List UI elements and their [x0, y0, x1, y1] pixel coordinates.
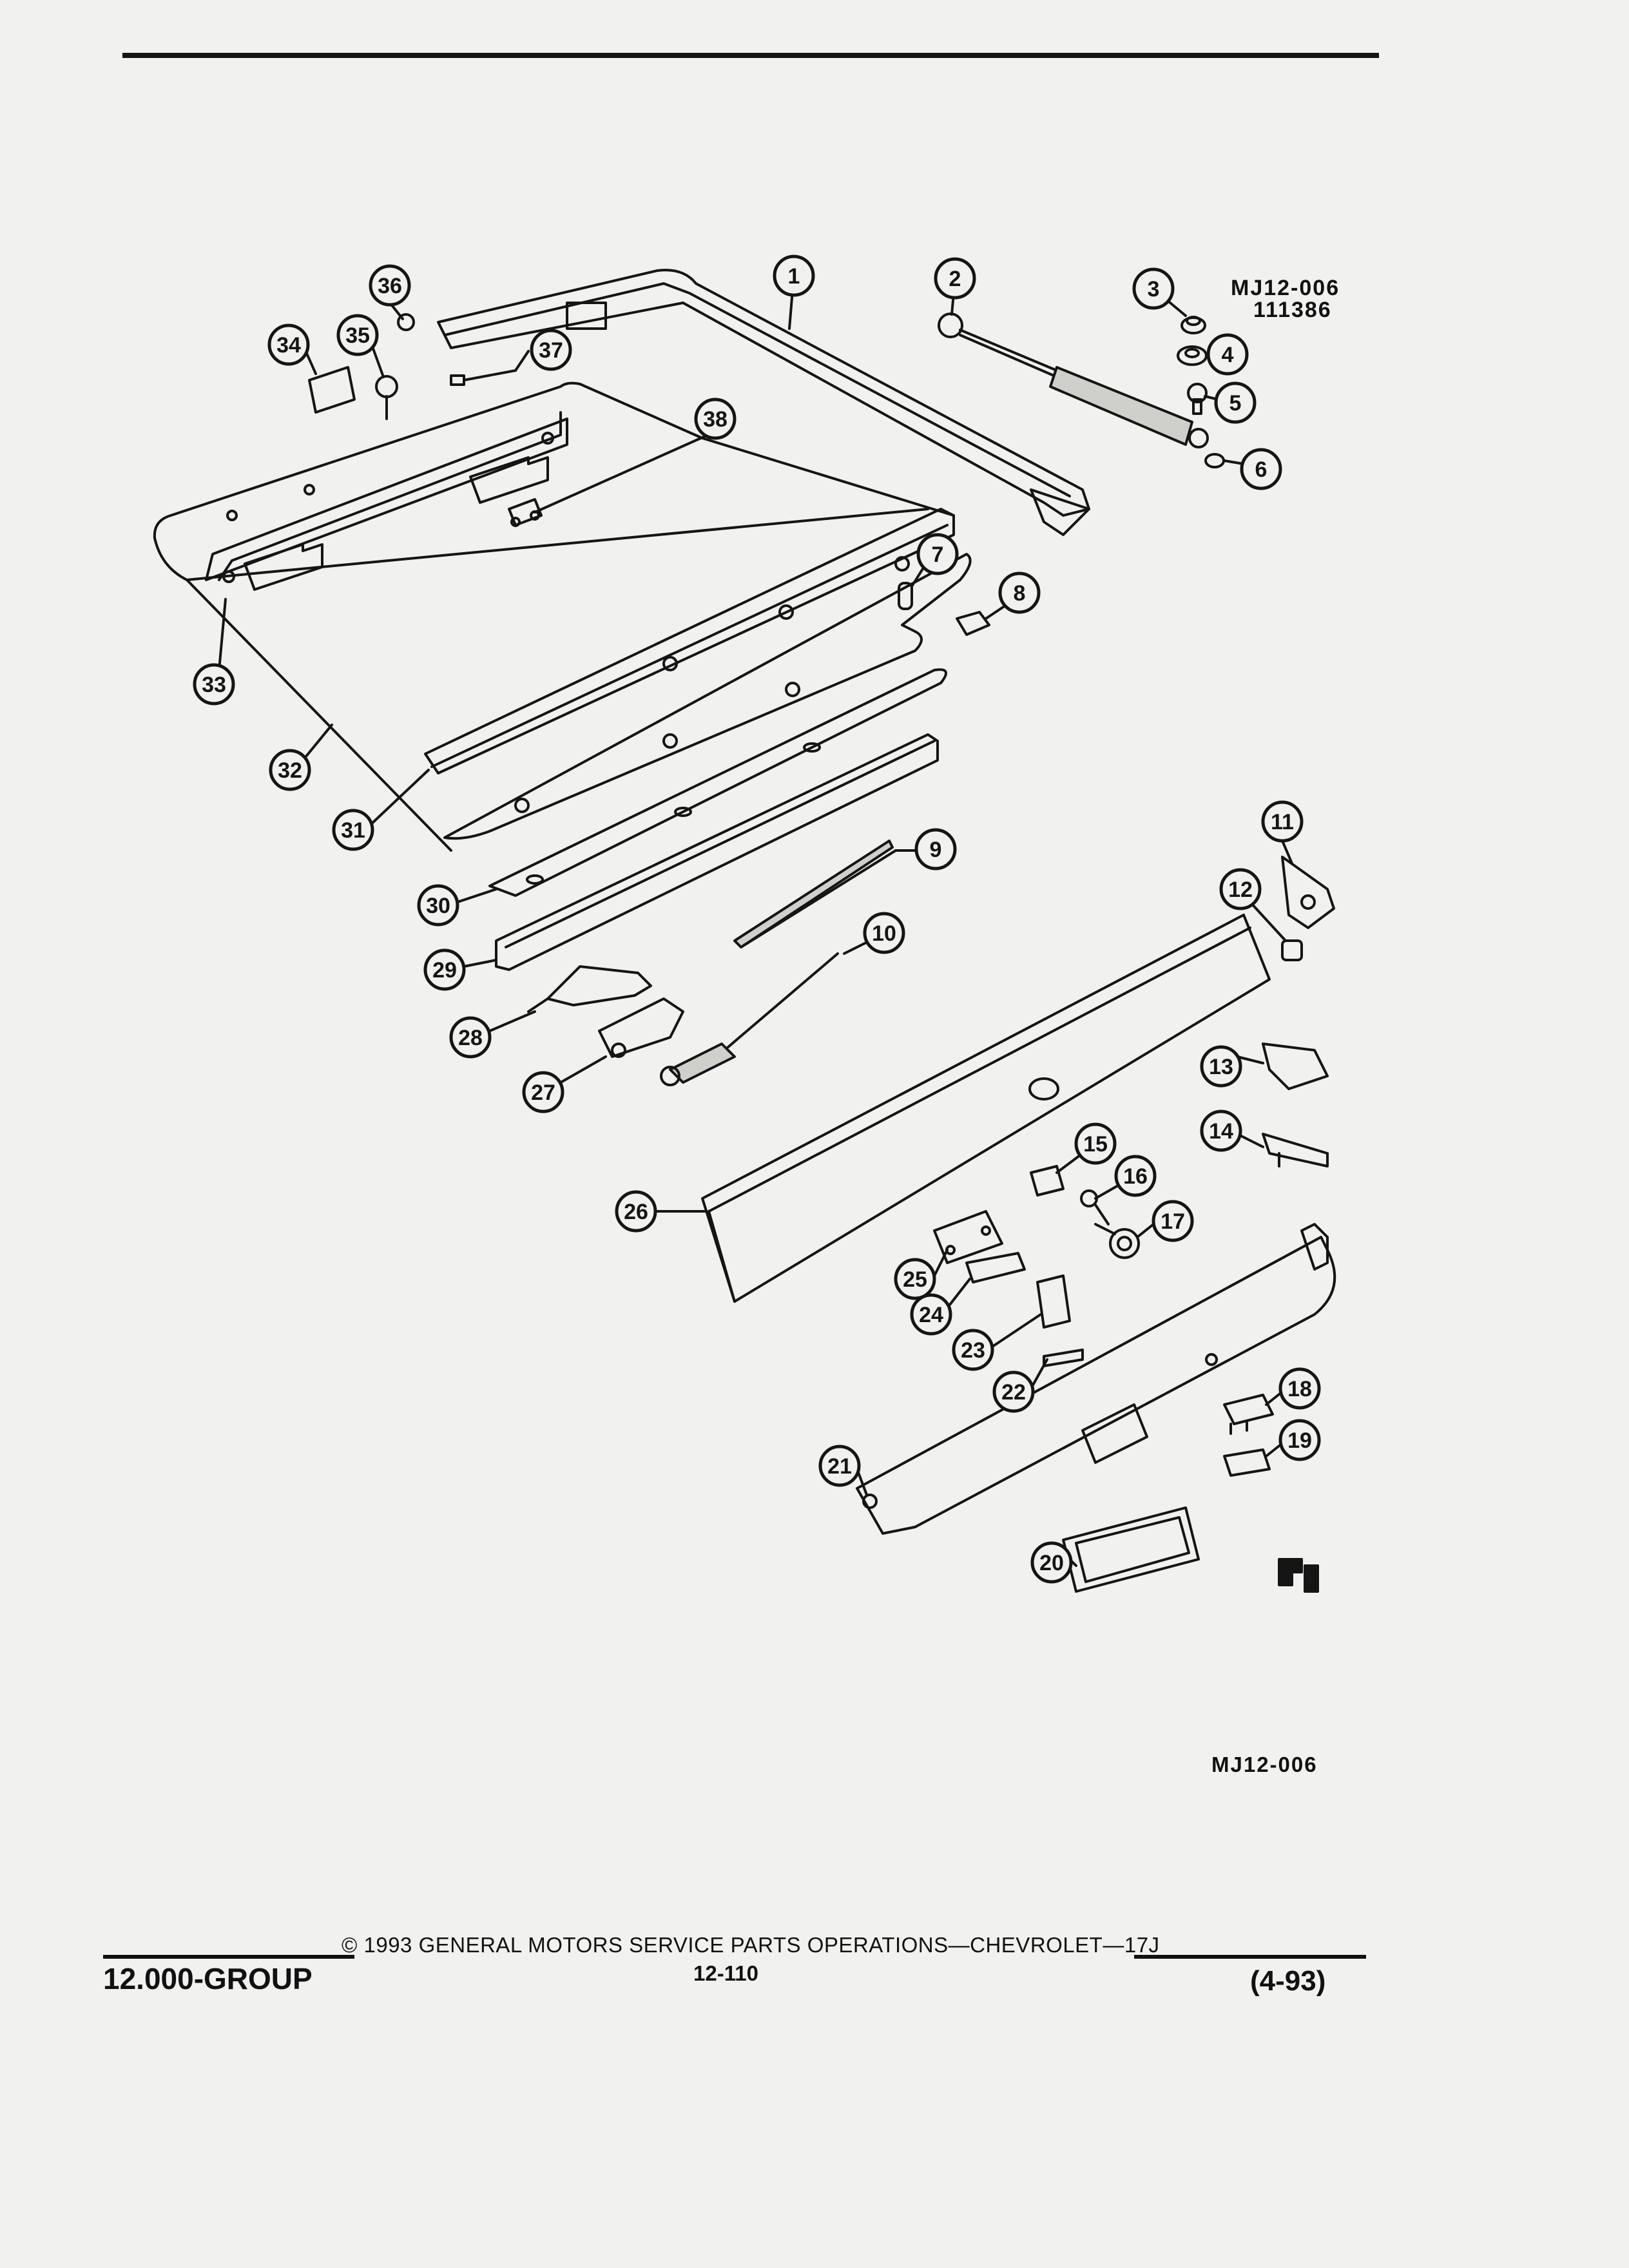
callout-6: 6: [1255, 457, 1268, 482]
part-22-plate: [1043, 1349, 1084, 1367]
callout-28: 28: [458, 1026, 483, 1050]
part-6-clip: [1204, 453, 1225, 468]
part-34-bumper: [308, 366, 356, 414]
callout-32: 32: [278, 758, 302, 783]
drawing-code-top: MJ12-006: [1231, 276, 1340, 300]
part-31-weatherstrip: [424, 508, 955, 774]
part-4-washer: [1177, 345, 1208, 366]
callout-1: 1: [788, 264, 800, 289]
part-7-pin: [898, 582, 913, 610]
drawing-code-serial: 111386: [1253, 298, 1332, 322]
part-17-lock-cylinder: [1094, 1223, 1140, 1259]
part-11-hinge: [1281, 856, 1335, 929]
callout-25: 25: [903, 1267, 927, 1292]
callout-16: 16: [1123, 1164, 1148, 1189]
top-rule: [122, 53, 1379, 58]
part-19-switch: [1223, 1448, 1271, 1477]
callout-bubbles: [193, 255, 1321, 1584]
part-27-wiper-motor: [598, 997, 684, 1058]
footer-rule-right: [1134, 1955, 1366, 1959]
part-14-bracket: [1262, 1133, 1329, 1168]
callout-14: 14: [1209, 1119, 1233, 1144]
callout-35: 35: [345, 323, 370, 348]
part-28-wiper-bracket: [527, 965, 652, 1013]
part-32-lower-panel: [443, 553, 972, 840]
footer-rule-left: [103, 1955, 354, 1959]
callout-34: 34: [276, 333, 301, 358]
part-37-bolt: [450, 369, 517, 386]
callout-21: 21: [827, 1454, 852, 1479]
part-3-grommet: [1181, 316, 1206, 334]
part-35-latch-striker: [375, 375, 398, 420]
part-10-wiper-arm: [660, 952, 839, 1086]
callout-10: 10: [872, 921, 896, 946]
callout-31: 31: [341, 818, 365, 843]
callout-29: 29: [432, 958, 457, 983]
part-24-handle: [965, 1252, 1026, 1283]
part-16-key: [1080, 1189, 1110, 1225]
part-18-switch: [1223, 1394, 1274, 1435]
part-36-nut: [397, 313, 415, 331]
part-23-rod-clip: [1036, 1274, 1071, 1329]
part-26-endgate-panel: [701, 914, 1271, 1303]
callout-37: 37: [539, 338, 563, 363]
part-21-lower-endgate: [856, 1223, 1336, 1535]
callout-11: 11: [1271, 810, 1294, 834]
callout-13: 13: [1209, 1055, 1233, 1079]
footer-revision-date: (4-93): [1250, 1965, 1326, 1997]
callout-2: 2: [949, 267, 961, 291]
callout-18: 18: [1287, 1377, 1312, 1401]
callout-17: 17: [1161, 1209, 1185, 1234]
callout-30: 30: [426, 894, 450, 918]
callout-26: 26: [624, 1200, 648, 1224]
callout-22: 22: [1001, 1380, 1026, 1405]
callout-labels: 1 2 3 4 5 6 7 8 9 10 11 12 13 14 15 16 1…: [202, 264, 1312, 1575]
part-1-frame-rail: [437, 269, 1090, 536]
part-5-ball-stud: [1187, 383, 1208, 415]
callout-5: 5: [1229, 391, 1242, 416]
footer-page-number: 12-110: [693, 1961, 758, 1985]
callout-27: 27: [531, 1081, 555, 1105]
part-8-clip: [956, 611, 990, 636]
footer-copyright: © 1993 GENERAL MOTORS SERVICE PARTS OPER…: [342, 1933, 1160, 1957]
callout-7: 7: [932, 543, 944, 567]
callout-3: 3: [1148, 277, 1160, 302]
part-30-molding: [488, 668, 947, 897]
footer-group-label: 12.000-GROUP: [103, 1962, 313, 1995]
callout-19: 19: [1287, 1428, 1312, 1453]
callout-12: 12: [1228, 878, 1253, 902]
part-32-liftgate-panel: [153, 381, 955, 852]
part-9-wiper-blade: [733, 840, 897, 948]
callout-4: 4: [1222, 343, 1234, 367]
part-29-trim: [495, 733, 939, 971]
part-15-seal: [1030, 1165, 1065, 1196]
part-13-latch: [1262, 1043, 1329, 1090]
drawing-code-bottom: MJ12-006: [1211, 1753, 1318, 1776]
callout-20: 20: [1039, 1551, 1064, 1575]
part-12-nut: [1281, 939, 1303, 961]
gm-logo-icon: [1278, 1558, 1319, 1593]
callout-15: 15: [1083, 1132, 1108, 1157]
callout-33: 33: [202, 673, 226, 697]
part-33-hinge-strip: [205, 418, 568, 591]
callout-8: 8: [1014, 581, 1026, 606]
callout-9: 9: [930, 838, 942, 862]
part-2-gas-strut: [938, 312, 1209, 448]
callout-38: 38: [703, 407, 728, 432]
callout-24: 24: [919, 1303, 943, 1327]
part-20-bezel: [1062, 1506, 1200, 1593]
callout-23: 23: [961, 1338, 985, 1363]
callout-36: 36: [378, 274, 402, 298]
